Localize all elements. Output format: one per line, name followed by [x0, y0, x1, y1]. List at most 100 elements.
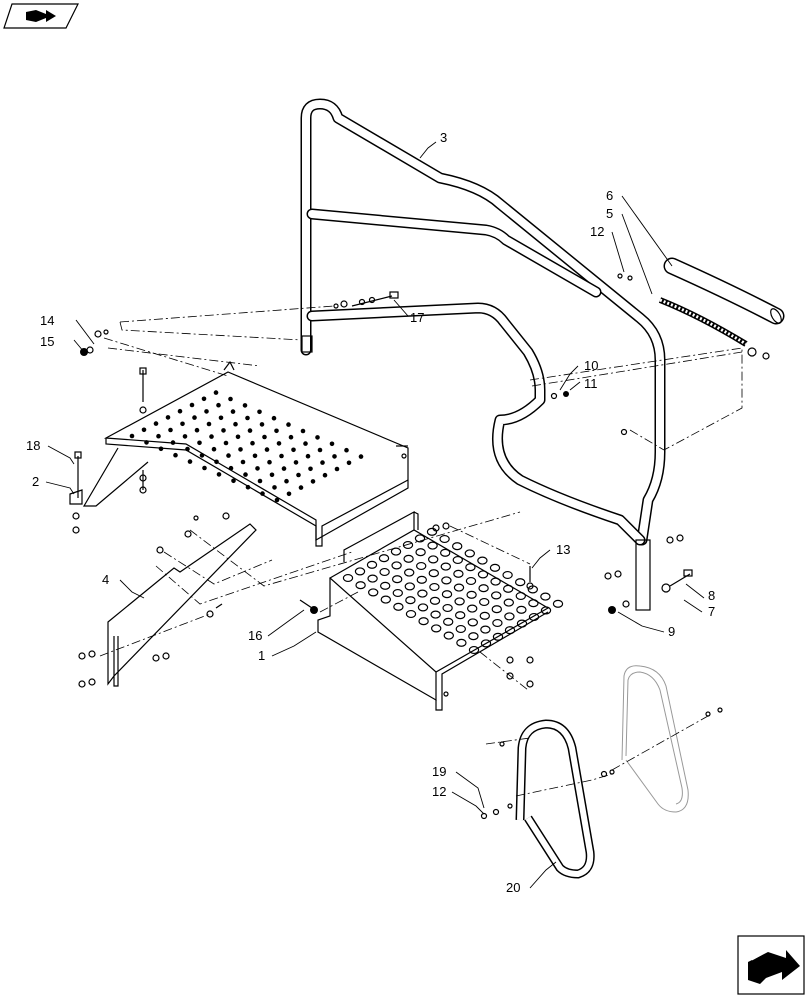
perforation [274, 428, 279, 434]
perforation [504, 626, 516, 635]
perforation [211, 446, 217, 452]
perforation [393, 602, 404, 611]
perforation [185, 446, 190, 452]
perforation [392, 575, 403, 584]
perforation [305, 453, 311, 459]
perforation [431, 624, 442, 633]
callout-12: 12 [590, 224, 604, 239]
perforation [317, 447, 323, 453]
perforation [202, 465, 207, 471]
perforation [291, 447, 296, 453]
perforation [403, 554, 414, 563]
perforation [329, 441, 335, 447]
perforation [245, 415, 250, 421]
perforation [468, 645, 480, 655]
perforation [489, 563, 501, 572]
perforation [209, 434, 214, 439]
perforation [405, 609, 417, 619]
perforation [453, 569, 464, 578]
perforation [405, 596, 416, 605]
perforation [503, 584, 514, 593]
perforation [252, 453, 258, 459]
callout-5: 5 [606, 206, 613, 221]
perforation [366, 560, 378, 569]
next-page-arrow-icon[interactable] [737, 935, 805, 995]
perforation [477, 556, 488, 565]
perforation [197, 440, 202, 446]
perforation [453, 583, 465, 592]
callout-11: 11 [584, 376, 598, 391]
perforation [380, 581, 391, 590]
callout-8: 8 [708, 588, 715, 603]
perforation [417, 603, 429, 612]
perforation [293, 460, 299, 465]
perforation [320, 460, 325, 465]
perforation [540, 606, 552, 615]
perforation [286, 491, 292, 497]
perforation [516, 605, 527, 614]
perforation [465, 563, 476, 572]
callout-18: 18 [26, 438, 40, 453]
perforation [468, 632, 479, 641]
perforation [416, 561, 427, 571]
perforation [528, 599, 539, 608]
perforation [503, 598, 514, 607]
perforation [214, 459, 219, 465]
perforation [204, 409, 209, 414]
perforation [426, 527, 438, 536]
perforation [298, 485, 304, 490]
perforation [429, 582, 440, 592]
perforation [391, 561, 402, 570]
perforation [281, 466, 287, 471]
perforation [230, 409, 236, 414]
perforation [322, 472, 328, 478]
seal-strip-part-5 [658, 297, 748, 347]
perforation [378, 554, 390, 563]
perforation [296, 472, 301, 478]
perforation [153, 421, 159, 426]
perforation [367, 574, 378, 583]
perforation [368, 588, 379, 597]
perforation [402, 540, 414, 550]
callout-6: 6 [606, 188, 613, 203]
callout-3: 3 [440, 130, 447, 145]
perforation [168, 427, 173, 433]
perforation [455, 624, 466, 634]
perforation [515, 591, 527, 601]
perforation [257, 409, 262, 415]
step-loop-part-20 [515, 719, 595, 879]
perforation [479, 597, 490, 607]
perforation [464, 549, 475, 558]
perforation [390, 547, 402, 556]
perforation [194, 427, 200, 433]
perforation [441, 590, 453, 599]
lower-platform-part-1 [317, 510, 564, 711]
perforation [144, 440, 149, 445]
assembly-lines [99, 305, 743, 797]
book-arrow-icon[interactable] [3, 3, 79, 29]
perforation [439, 534, 450, 544]
perforation [414, 534, 426, 543]
perforation [516, 619, 528, 628]
perforation [216, 472, 222, 477]
perforation [428, 555, 439, 564]
perforation [456, 638, 467, 647]
perforation [156, 433, 161, 439]
perforation [491, 591, 502, 600]
perforation [274, 497, 280, 503]
perforation [342, 573, 354, 583]
perforation [492, 618, 503, 628]
perforation [231, 478, 236, 484]
perforation [430, 610, 441, 619]
callout-13: 13 [556, 542, 570, 557]
perforation [344, 447, 349, 453]
perforation [418, 617, 429, 626]
perforation [392, 588, 403, 598]
perforation [308, 466, 313, 472]
lower-platform-holes [342, 527, 564, 655]
perforation [247, 428, 253, 433]
perforation [416, 575, 427, 584]
perforation [216, 402, 221, 408]
perforation [170, 440, 176, 445]
